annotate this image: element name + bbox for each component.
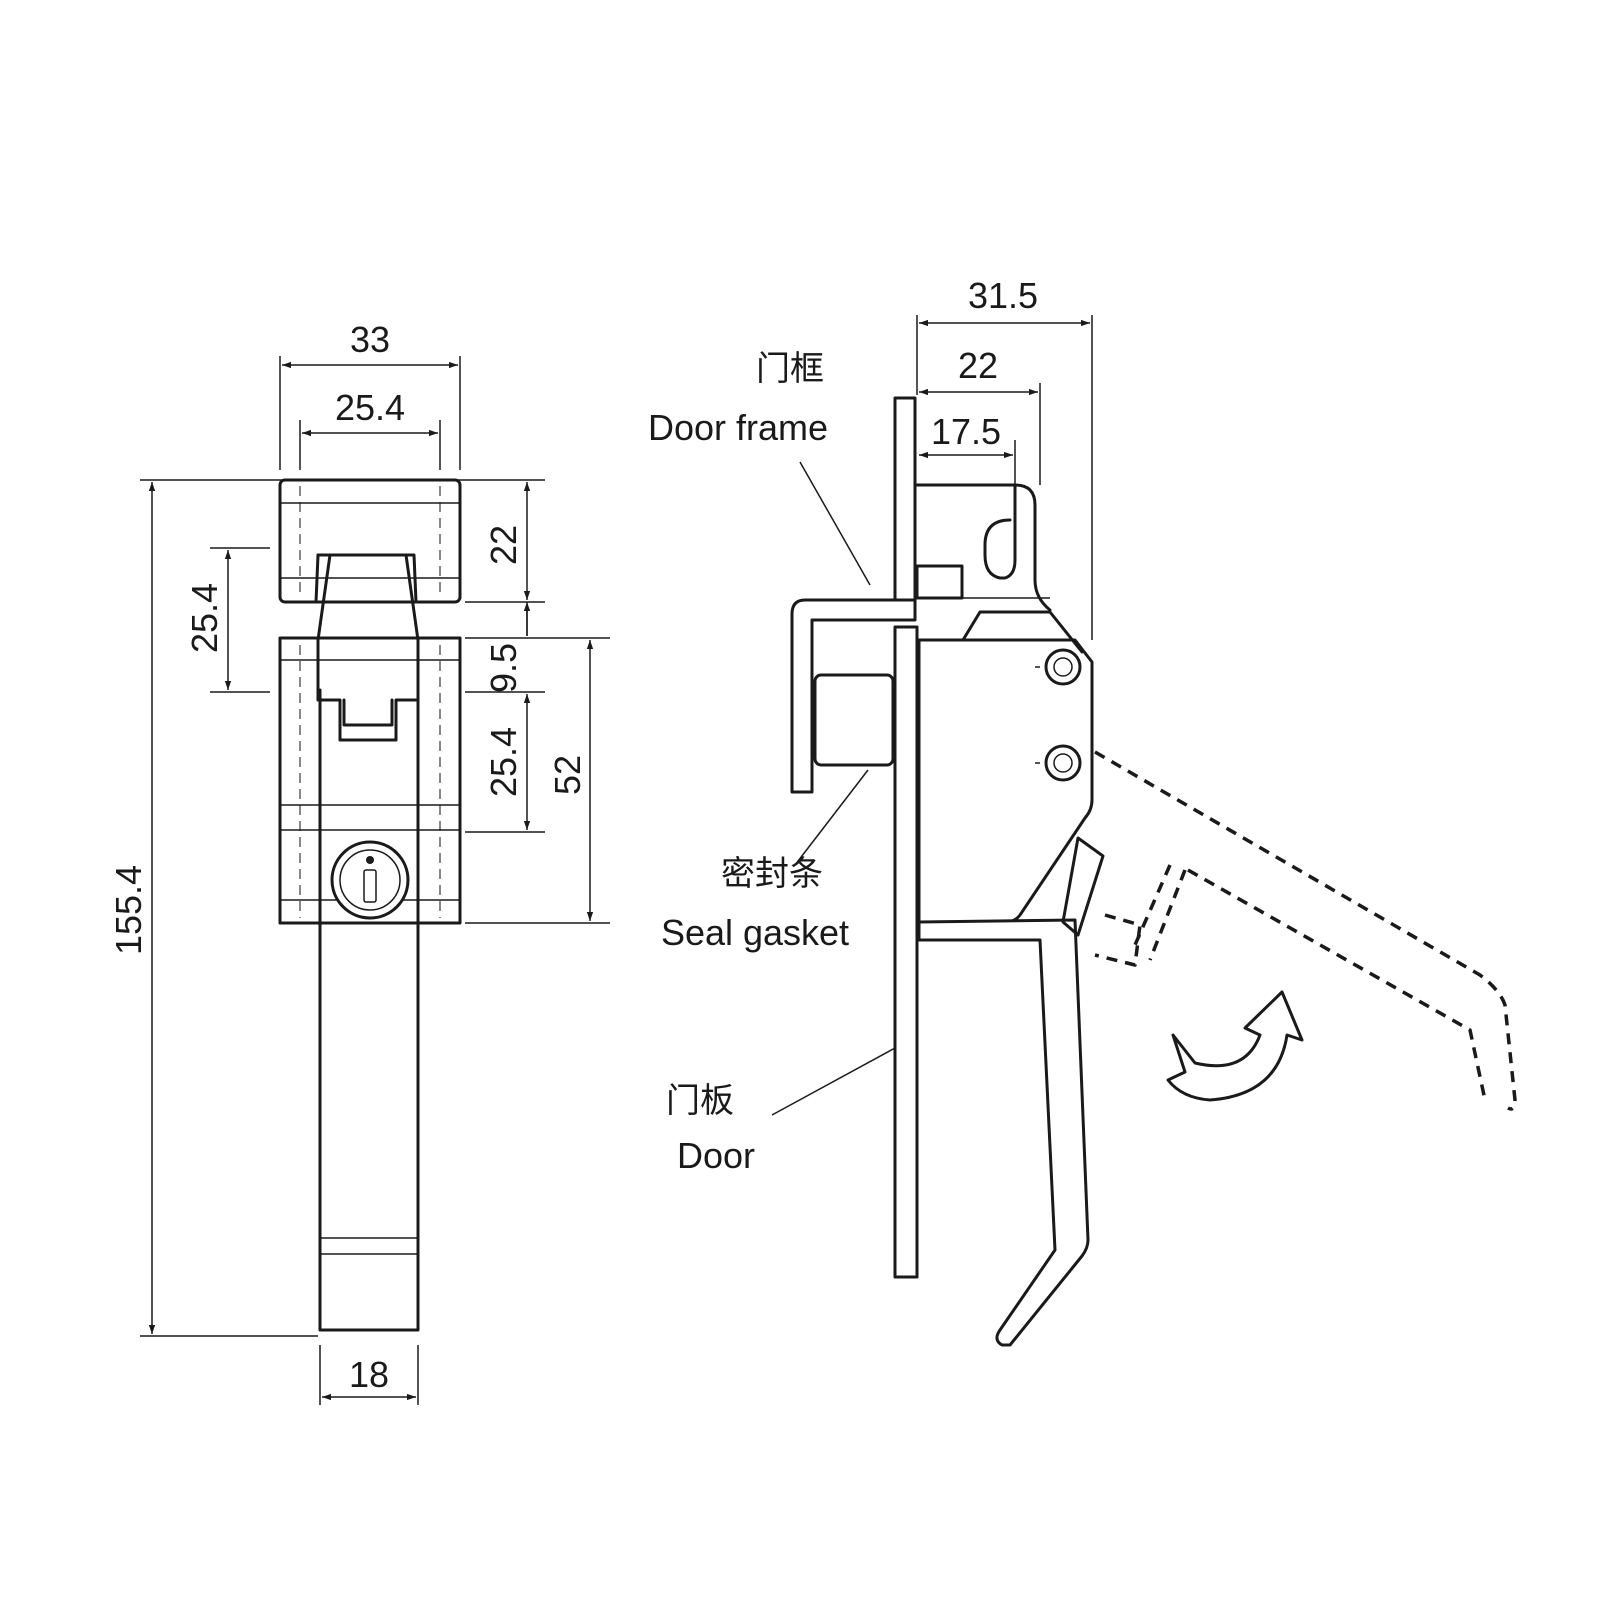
front-view: 33 25.4 22 9.5 25.4 52 25.4 155.4 18 xyxy=(108,319,610,1405)
hook-tongue xyxy=(316,553,420,742)
label-door-frame-en: Door frame xyxy=(648,407,828,448)
striker-side xyxy=(915,483,1052,612)
side-view: 31.5 22 17.5 门框 Door frame 密封条 Seal gask… xyxy=(648,275,1517,1347)
label-door-en: Door xyxy=(677,1135,755,1176)
rivet-bottom xyxy=(1044,744,1082,782)
striker-block xyxy=(278,478,462,604)
dim-text-22: 22 xyxy=(483,525,524,565)
leader-door xyxy=(771,1047,896,1116)
dim-text-155-4: 155.4 xyxy=(108,865,149,955)
handle-open-position xyxy=(1094,750,1517,1111)
dim-text-31-5: 31.5 xyxy=(968,275,1038,316)
key-cylinder xyxy=(330,840,410,920)
dim-text-33: 33 xyxy=(350,319,390,360)
handle-front xyxy=(318,688,420,1332)
leader-seal-gasket xyxy=(794,769,869,866)
dim-text-52: 52 xyxy=(547,755,588,795)
leader-door-frame xyxy=(799,461,871,586)
label-seal-gasket-en: Seal gasket xyxy=(661,912,849,953)
label-door-cn: 门板 xyxy=(666,1081,734,1121)
dim-text-25-4-top: 25.4 xyxy=(335,387,405,428)
rivet-top xyxy=(1044,648,1082,686)
dim-text-22-side: 22 xyxy=(958,345,998,386)
rotation-arrow-icon xyxy=(1166,990,1304,1102)
dim-text-25-4-left: 25.4 xyxy=(184,583,225,653)
frame-flange xyxy=(790,598,917,794)
latch-housing xyxy=(278,636,462,925)
seal-gasket xyxy=(813,673,895,767)
label-door-frame-cn: 门框 xyxy=(756,349,824,389)
dim-text-17-5: 17.5 xyxy=(931,411,1001,452)
label-seal-gasket-cn: 密封条 xyxy=(721,854,823,894)
keyhole-icon xyxy=(363,869,377,903)
door-panel xyxy=(893,625,919,1279)
handle-side xyxy=(917,918,1090,1347)
dim-text-18: 18 xyxy=(349,1354,389,1395)
dim-text-25-4-right: 25.4 xyxy=(483,727,524,797)
dim-text-9-5: 9.5 xyxy=(483,643,524,693)
door-frame xyxy=(893,396,917,615)
